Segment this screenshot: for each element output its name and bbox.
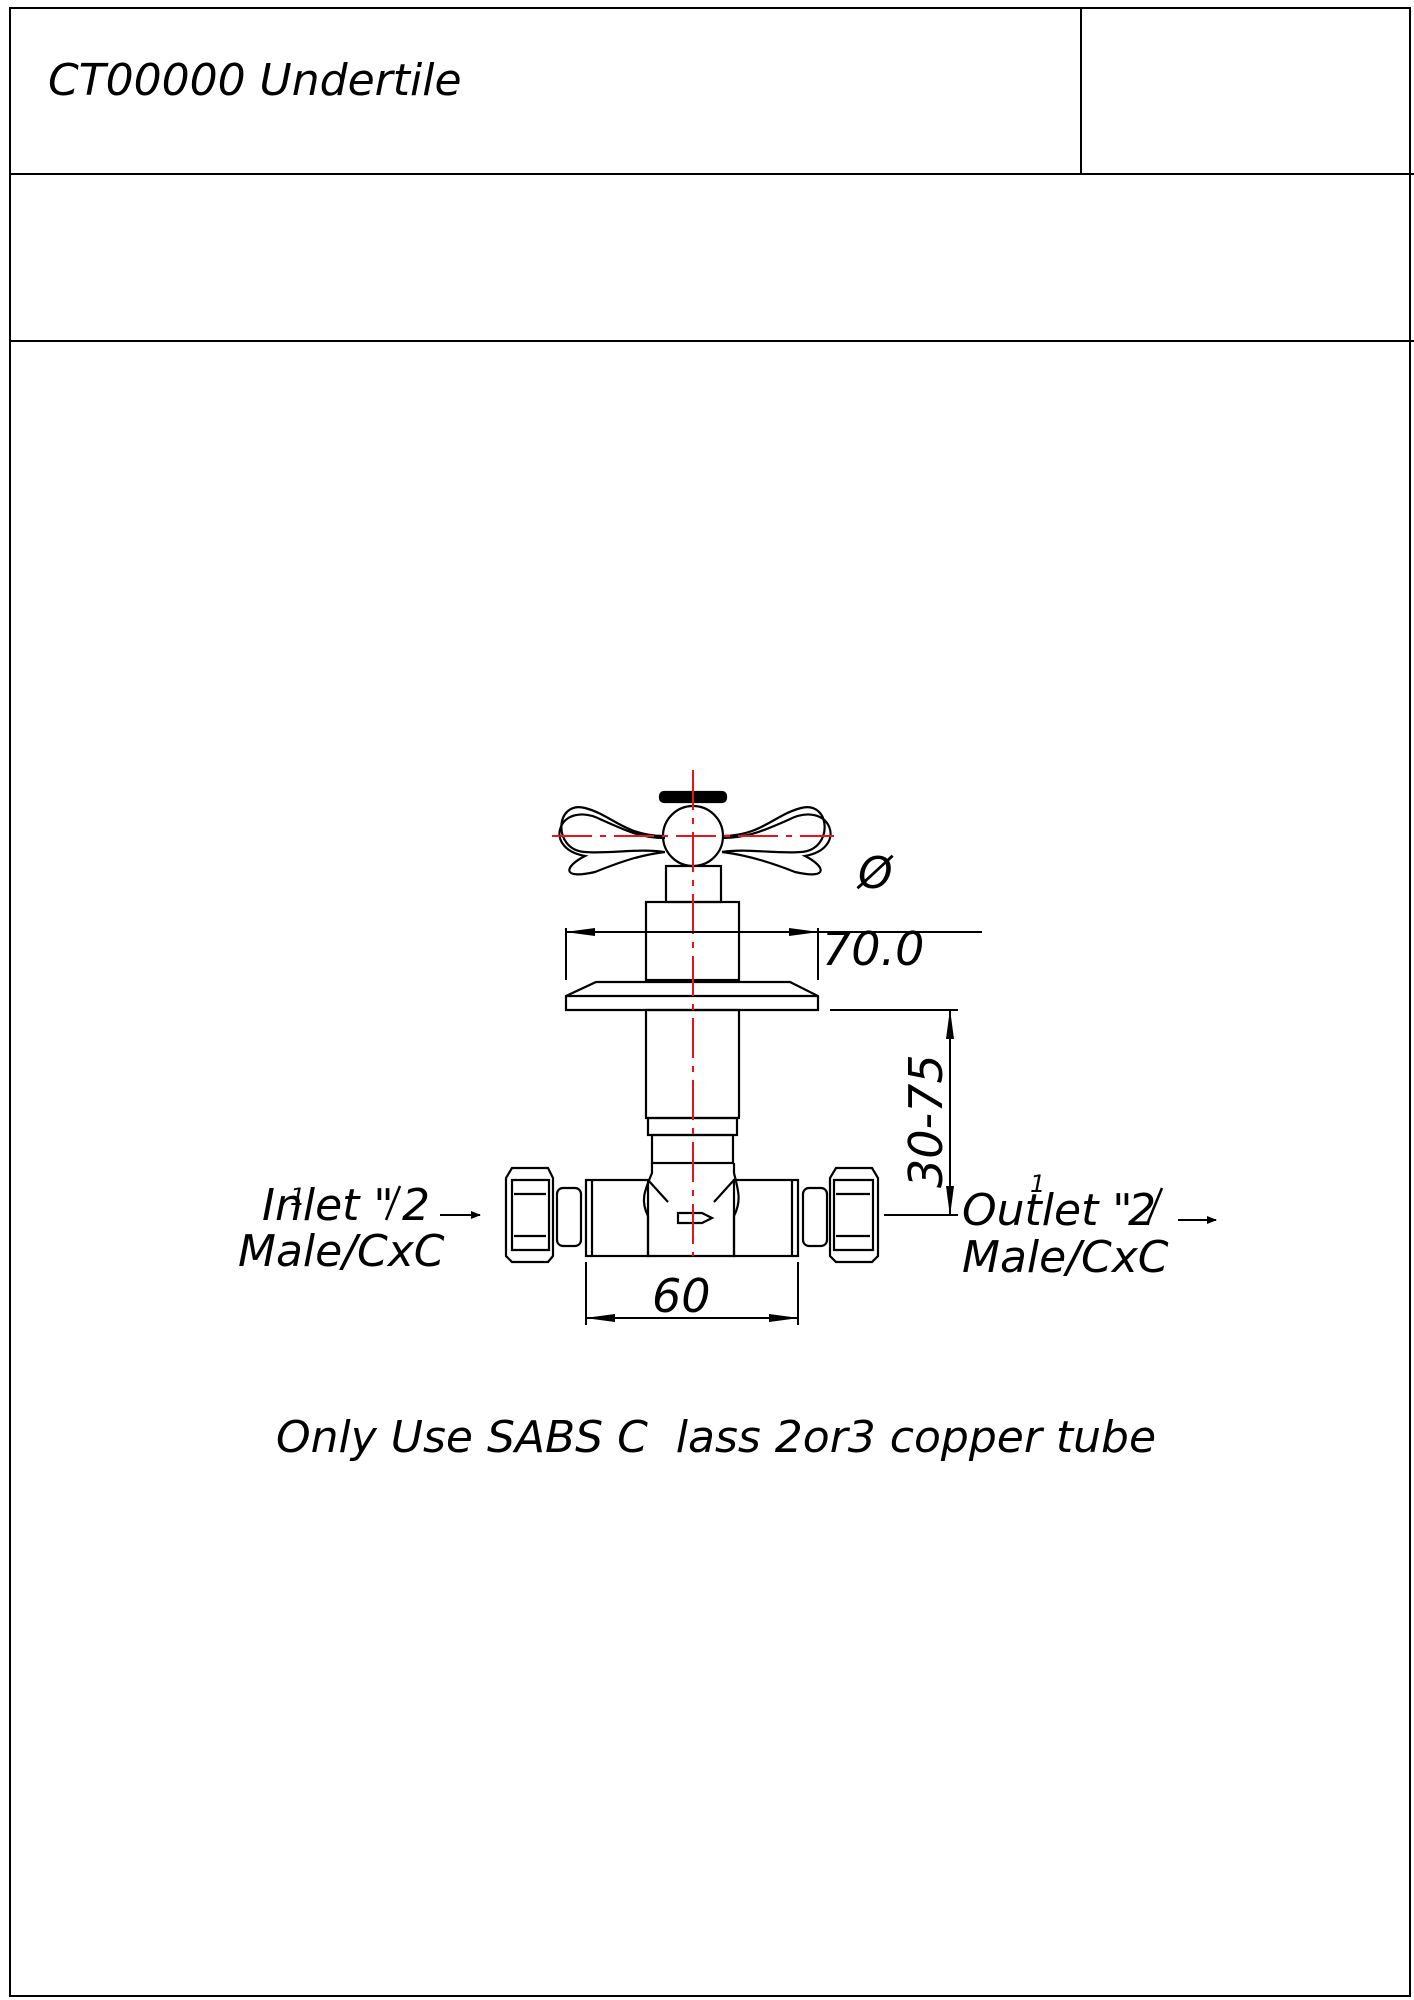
left-nut-facets — [510, 1178, 551, 1252]
diameter-value: 70.0 — [822, 922, 924, 976]
inlet-fraction-den: 2 — [402, 1180, 430, 1231]
right-nut — [828, 1166, 880, 1264]
right-olive — [801, 1186, 829, 1248]
dimensions — [440, 928, 1217, 1325]
left-nut — [504, 1166, 555, 1264]
inlet-text: Inlet " — [262, 1180, 394, 1231]
right-thread — [732, 1178, 800, 1258]
inlet-type: Male/CxC — [238, 1226, 445, 1277]
flow-arrow-marker — [676, 1211, 715, 1225]
outlet-type: Male/CxC — [962, 1232, 1169, 1283]
outlet-label: Outlet " 1 2 Male/CxC — [962, 1170, 1169, 1283]
body-inner-cone — [647, 1179, 735, 1203]
valve-body — [642, 1163, 740, 1258]
outlet-fraction-num: 1 — [1030, 1170, 1045, 1198]
cross-handle — [558, 790, 832, 876]
centerlines — [552, 770, 834, 1256]
inlet-fraction-num: 1 — [290, 1183, 305, 1211]
left-thread — [584, 1178, 650, 1258]
copper-tube-note: Only Use SABS C lass 2or3 copper tube — [276, 1412, 1156, 1463]
left-olive — [555, 1186, 583, 1248]
outlet-text: Outlet " — [962, 1185, 1133, 1236]
title-block — [9, 7, 1414, 1997]
right-nut-facets — [832, 1178, 875, 1252]
drawing-title: CT00000 Undertile — [48, 55, 462, 106]
handle-left-lobe — [560, 806, 665, 854]
depth-range-label: 30-75 — [899, 1054, 953, 1188]
outlet-fraction-slash — [1146, 1187, 1164, 1223]
inlet-fraction-slash — [384, 1185, 402, 1221]
outlet-fraction-den: 2 — [1128, 1185, 1156, 1236]
handle-right-lobe — [721, 806, 826, 854]
inlet-label: Inlet " 1 2 Male/CxC — [238, 1180, 445, 1277]
handle-arms — [558, 813, 832, 876]
body-width-label: 60 — [652, 1269, 711, 1323]
diameter-symbol: Ø — [856, 848, 894, 899]
sheet-border — [9, 7, 1411, 1997]
